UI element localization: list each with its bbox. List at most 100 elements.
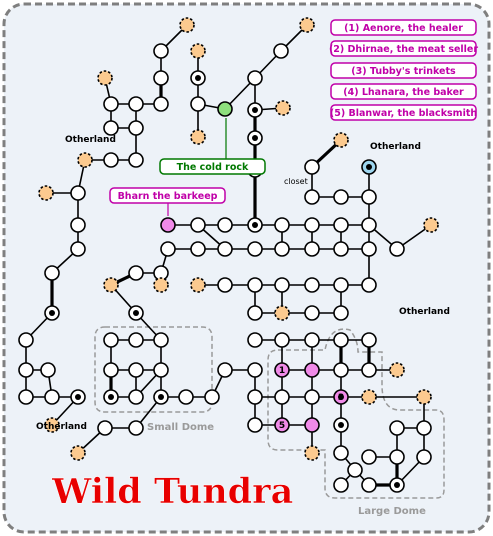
map-node[interactable] [333, 305, 349, 321]
map-node[interactable] [70, 217, 86, 233]
map-node[interactable] [103, 332, 119, 348]
map-node[interactable] [333, 217, 349, 233]
map-node[interactable] [18, 389, 34, 405]
map-node[interactable] [304, 277, 320, 293]
map-node[interactable] [44, 265, 60, 281]
legend-box-2[interactable] [330, 40, 477, 57]
map-node[interactable] [389, 241, 405, 257]
map-node[interactable] [70, 185, 86, 201]
map-node[interactable] [153, 332, 169, 348]
dead-end-node[interactable] [70, 445, 86, 461]
map-node[interactable] [128, 152, 144, 168]
map-node[interactable] [128, 96, 144, 112]
cold-rock-callout-box[interactable] [159, 158, 266, 175]
map-node[interactable] [304, 332, 320, 348]
map-node[interactable] [18, 362, 34, 378]
cold-rock-node[interactable] [217, 101, 233, 117]
map-node[interactable] [18, 332, 34, 348]
map-node[interactable] [333, 332, 349, 348]
shop-node[interactable] [304, 362, 320, 378]
dead-end-node[interactable] [299, 17, 315, 33]
shop-node[interactable] [160, 217, 176, 233]
map-node[interactable] [247, 332, 263, 348]
map-node[interactable] [217, 362, 233, 378]
map-node[interactable] [153, 362, 169, 378]
dead-end-node[interactable] [153, 277, 169, 293]
dead-end-node[interactable] [38, 185, 54, 201]
map-node[interactable] [304, 217, 320, 233]
map-node[interactable] [103, 120, 119, 136]
map-node[interactable] [217, 277, 233, 293]
map-node[interactable] [333, 362, 349, 378]
dead-end-node[interactable] [190, 129, 206, 145]
map-node[interactable] [333, 277, 349, 293]
map-node[interactable] [190, 241, 206, 257]
map-node[interactable] [389, 420, 405, 436]
shop-node[interactable] [274, 417, 290, 433]
map-node[interactable] [304, 389, 320, 405]
dead-end-node[interactable] [190, 43, 206, 59]
map-node[interactable] [247, 362, 263, 378]
map-node[interactable] [304, 241, 320, 257]
map-node[interactable] [304, 159, 320, 175]
dead-end-node[interactable] [389, 362, 405, 378]
map-node[interactable] [40, 362, 56, 378]
map-node[interactable] [333, 241, 349, 257]
shop-node[interactable] [304, 417, 320, 433]
map-node[interactable] [333, 477, 349, 493]
map-node[interactable] [153, 96, 169, 112]
map-node[interactable] [247, 417, 263, 433]
map-node[interactable] [361, 241, 377, 257]
map-node[interactable] [304, 189, 320, 205]
map-node[interactable] [204, 389, 220, 405]
map-node[interactable] [273, 43, 289, 59]
map-node[interactable] [389, 449, 405, 465]
map-node[interactable] [128, 265, 144, 281]
map-node[interactable] [274, 277, 290, 293]
dead-end-node[interactable] [190, 277, 206, 293]
map-node[interactable] [347, 462, 363, 478]
dead-end-node[interactable] [274, 305, 290, 321]
map-node[interactable] [361, 217, 377, 233]
legend-box-3[interactable] [330, 62, 477, 79]
dead-end-node[interactable] [44, 417, 60, 433]
map-node[interactable] [247, 70, 263, 86]
map-node[interactable] [416, 420, 432, 436]
shop-node[interactable] [274, 362, 290, 378]
dead-end-node[interactable] [77, 152, 93, 168]
dead-end-node[interactable] [333, 132, 349, 148]
map-node[interactable] [274, 241, 290, 257]
map-node[interactable] [217, 241, 233, 257]
map-node[interactable] [190, 217, 206, 233]
map-node[interactable] [247, 277, 263, 293]
map-node[interactable] [190, 96, 206, 112]
map-node[interactable] [97, 420, 113, 436]
map-node[interactable] [247, 241, 263, 257]
map-node[interactable] [153, 70, 169, 86]
map-node[interactable] [361, 449, 377, 465]
map-node[interactable] [103, 152, 119, 168]
map-node[interactable] [274, 332, 290, 348]
legend-box-4[interactable] [330, 83, 477, 100]
map-node[interactable] [361, 332, 377, 348]
legend-box-1[interactable] [330, 19, 477, 36]
map-node[interactable] [103, 96, 119, 112]
dead-end-node[interactable] [361, 389, 377, 405]
map-node[interactable] [44, 389, 60, 405]
map-node[interactable] [128, 362, 144, 378]
map-node[interactable] [153, 43, 169, 59]
map-node[interactable] [103, 362, 119, 378]
dead-end-node[interactable] [423, 217, 439, 233]
map-node[interactable] [178, 389, 194, 405]
map-node[interactable] [304, 305, 320, 321]
map-node[interactable] [333, 445, 349, 461]
map-node[interactable] [361, 362, 377, 378]
map-node[interactable] [274, 389, 290, 405]
barkeep-callout-box[interactable] [109, 187, 226, 204]
map-node[interactable] [361, 477, 377, 493]
map-node[interactable] [160, 241, 176, 257]
dead-end-node[interactable] [275, 100, 291, 116]
map-node[interactable] [333, 189, 349, 205]
map-node[interactable] [70, 241, 86, 257]
dead-end-node[interactable] [179, 17, 195, 33]
